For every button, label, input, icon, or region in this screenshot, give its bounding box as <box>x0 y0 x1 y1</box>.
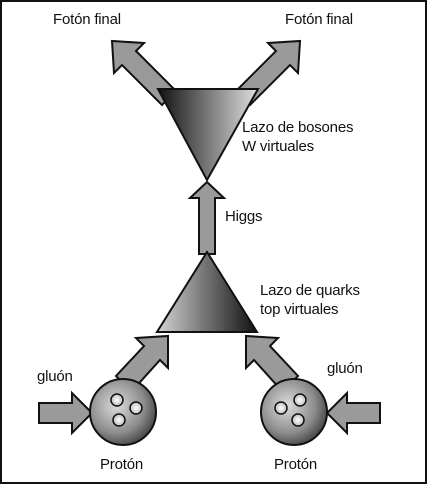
top-quark-loop-icon <box>155 250 259 333</box>
gluon-right-label: gluón <box>327 360 363 377</box>
higgs-arrow-icon <box>187 180 227 255</box>
proton-right-label: Protón <box>274 456 317 473</box>
top-loop-label-line1: Lazo de quarks <box>260 282 360 299</box>
w-loop-label-line1: Lazo de bosones <box>242 119 354 136</box>
proton-right-icon <box>260 378 328 446</box>
gluon-arrow-left-icon <box>114 334 169 393</box>
gluon-left-label: gluón <box>37 368 73 385</box>
proton-left-label: Protón <box>100 456 143 473</box>
incoming-gluon-arrow-right-icon <box>325 390 381 436</box>
w-boson-loop-icon <box>156 88 260 183</box>
proton-left-icon <box>89 378 157 446</box>
photon-left-label: Fotón final <box>53 11 121 28</box>
photon-right-label: Fotón final <box>285 11 353 28</box>
w-loop-label-line2: W virtuales <box>242 138 314 155</box>
incoming-gluon-arrow-left-icon <box>38 390 94 436</box>
higgs-label: Higgs <box>225 208 263 225</box>
top-loop-label-line2: top virtuales <box>260 301 339 318</box>
gluon-arrow-right-icon <box>245 334 300 393</box>
